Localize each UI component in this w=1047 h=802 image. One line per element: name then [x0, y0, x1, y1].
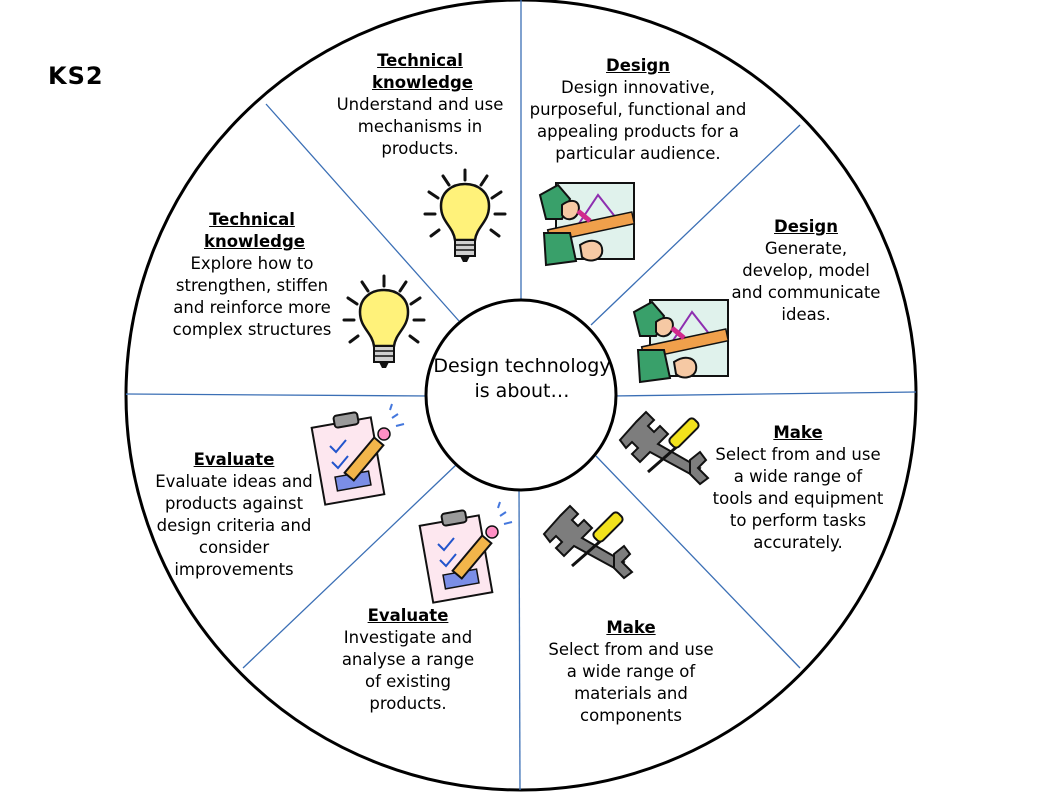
- divider-lower-left: [242, 464, 457, 669]
- segment-design-generate: Design Generate, develop, model and comm…: [730, 216, 882, 326]
- segment-heading: Technical knowledge: [204, 210, 305, 251]
- segment-body: Evaluate ideas and products against desi…: [155, 472, 313, 579]
- wrench-screwdriver-icon: [618, 410, 710, 486]
- divider-right: [610, 391, 917, 397]
- lightbulb-icon: [342, 274, 426, 368]
- segment-evaluate-investigate: Evaluate Investigate and analyse a range…: [336, 605, 480, 715]
- segment-design-innovative: Design Design innovative, purposeful, fu…: [527, 55, 749, 165]
- segment-heading: Make: [773, 423, 823, 442]
- segment-heading: Design: [774, 217, 838, 236]
- ruler-drawing-icon: [538, 182, 636, 267]
- segment-technical-knowledge-structures: Technical knowledge Explore how to stren…: [166, 209, 338, 341]
- segment-technical-knowledge-mechanisms: Technical knowledge Understand and use m…: [332, 50, 508, 160]
- divider-bottom: [518, 484, 521, 791]
- divider-lower-right: [595, 455, 801, 669]
- ruler-drawing-icon: [632, 299, 730, 384]
- clipboard-pencil-icon: [310, 403, 405, 506]
- lightbulb-icon: [423, 168, 507, 262]
- segment-body: Investigate and analyse a range of exist…: [341, 628, 475, 713]
- segment-body: Design innovative, purposeful, functiona…: [529, 78, 747, 163]
- segment-body: Generate, develop, model and communicate…: [731, 239, 881, 324]
- segment-make-tools: Make Select from and use a wide range of…: [712, 422, 884, 554]
- segment-evaluate-ideas: Evaluate Evaluate ideas and products aga…: [150, 449, 318, 581]
- clipboard-pencil-icon: [418, 501, 513, 604]
- segment-body: Select from and use a wide range of tool…: [712, 445, 884, 552]
- segment-body: Explore how to strengthen, stiffen and r…: [172, 254, 332, 339]
- segment-heading: Evaluate: [193, 450, 275, 469]
- segment-heading: Technical knowledge: [372, 51, 473, 92]
- divider-upper-right: [590, 124, 801, 326]
- segment-body: Understand and use mechanisms in product…: [336, 95, 504, 158]
- segment-dividers: [125, 0, 917, 791]
- segment-heading: Evaluate: [367, 606, 449, 625]
- key-stage-label: KS2: [48, 62, 104, 90]
- segment-make-materials: Make Select from and use a wide range of…: [545, 617, 717, 727]
- inner-circle: [424, 298, 618, 492]
- wrench-screwdriver-icon: [542, 504, 634, 580]
- segment-heading: Make: [606, 618, 656, 637]
- divider-upper-left: [265, 103, 460, 322]
- segment-body: Select from and use a wide range of mate…: [548, 640, 714, 725]
- divider-left: [125, 393, 432, 397]
- segment-heading: Design: [606, 56, 670, 75]
- center-text: Design technology is about…: [433, 355, 611, 402]
